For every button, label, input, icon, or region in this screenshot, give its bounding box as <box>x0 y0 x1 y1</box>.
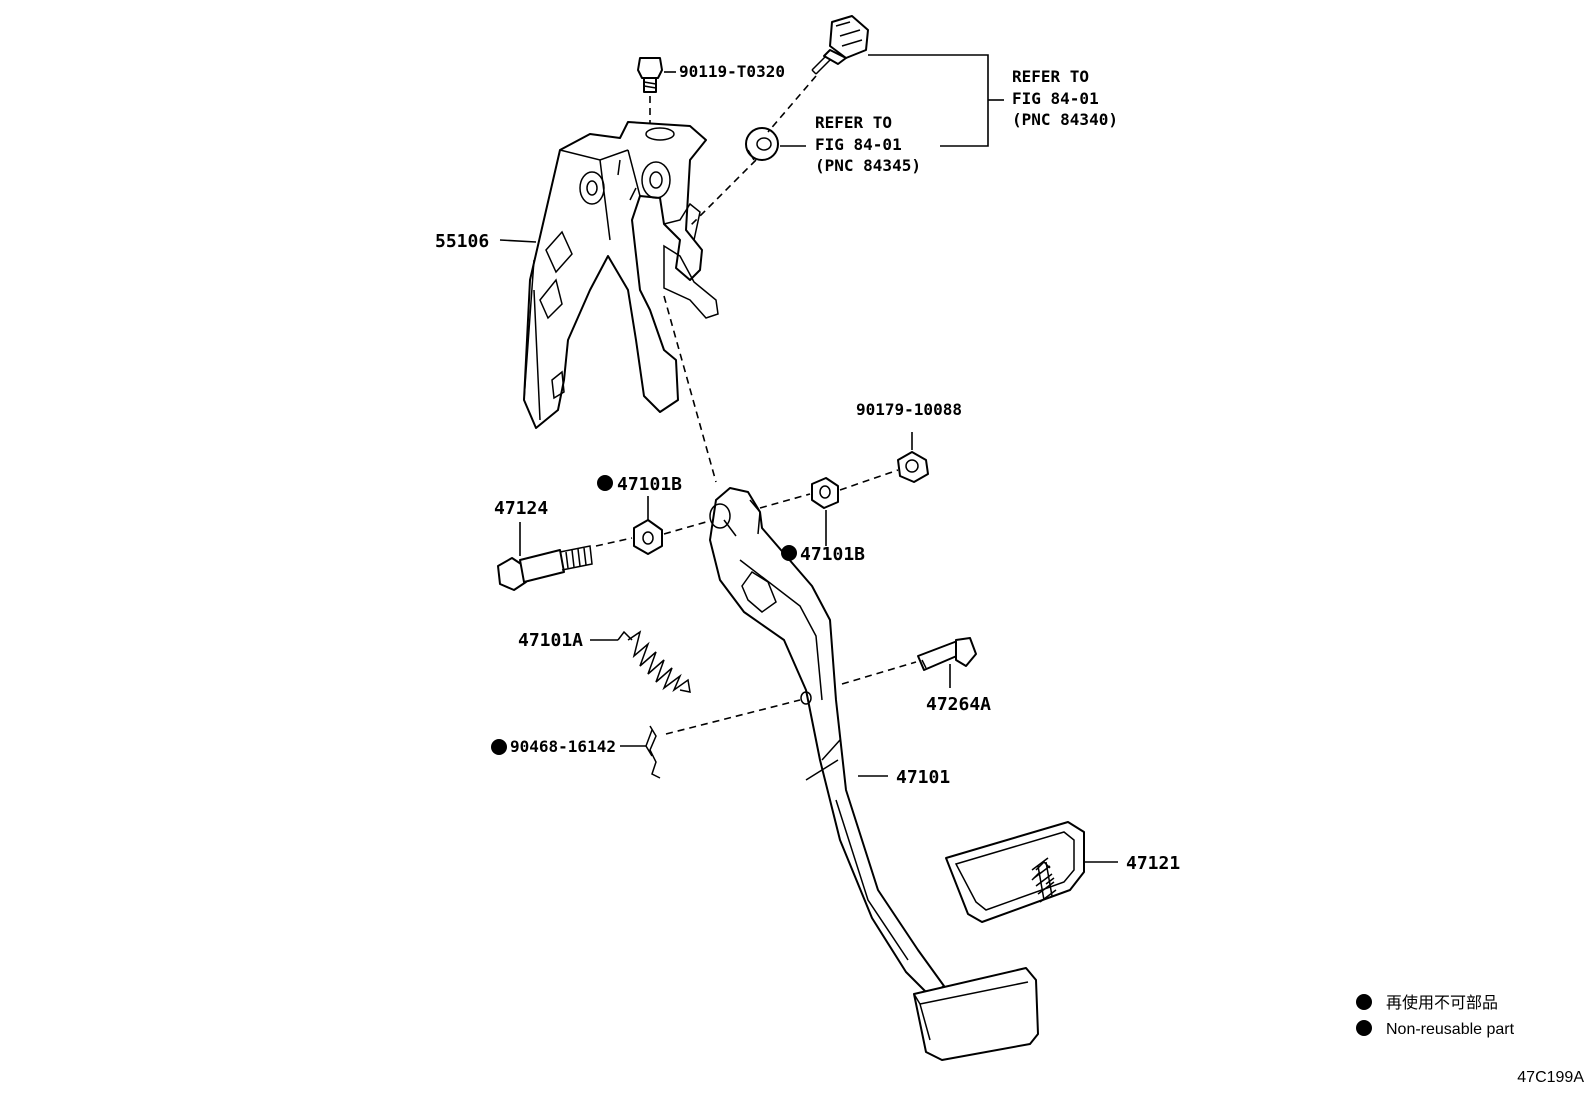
label-spring: 47101A <box>518 630 583 651</box>
legend: 再使用不可部品 Non-reusable part <box>1356 994 1515 1038</box>
label-nut: 90179-10088 <box>856 400 962 419</box>
legend-bullet <box>1356 994 1372 1010</box>
legend-en: Non-reusable part <box>1386 1021 1515 1038</box>
label-bushing-left: 47101B <box>617 474 682 495</box>
switch-cushion <box>745 127 779 161</box>
label-pedal-pad: 47121 <box>1126 853 1180 874</box>
label-pin: 47264A <box>926 694 991 715</box>
label-pedal-arm: 47101 <box>896 767 950 788</box>
pedal-foot <box>913 967 1039 1061</box>
label-bracket: 55106 <box>435 231 489 252</box>
leader-lines <box>499 54 1118 863</box>
non-reusable-marker <box>597 475 613 491</box>
label-bolt-top: 90119-T0320 <box>679 62 785 81</box>
retaining-clip <box>645 725 661 779</box>
legend-bullet <box>1356 1020 1372 1036</box>
bushing-left <box>633 519 663 555</box>
pad-tread-pattern-icon <box>1031 857 1057 903</box>
label-bushing-right: 47101B <box>800 544 865 565</box>
non-reusable-marker <box>781 545 797 561</box>
non-reusable-marker <box>491 739 507 755</box>
stop-lamp-switch <box>811 15 869 75</box>
label-refer-a-1: REFER TO <box>1012 67 1089 86</box>
label-refer-b-1: REFER TO <box>815 113 892 132</box>
pivot-bolt <box>497 545 593 591</box>
label-refer-a-3: (PNC 84340) <box>1012 110 1118 129</box>
label-refer-a-2: FIG 84-01 <box>1012 89 1099 108</box>
bushing-right <box>811 477 839 509</box>
label-bolt-pivot: 47124 <box>494 498 548 519</box>
pedal-bracket <box>523 121 719 429</box>
alignment-lines <box>595 75 917 735</box>
legend-jp: 再使用不可部品 <box>1386 994 1498 1012</box>
label-refer-b-3: (PNC 84345) <box>815 156 921 175</box>
pedal-arm <box>709 487 945 997</box>
figure-code: 47C199A <box>1517 1069 1584 1086</box>
pedal-pad <box>945 821 1085 923</box>
label-clip: 90468-16142 <box>510 737 616 756</box>
return-spring <box>617 630 691 693</box>
clevis-pin <box>917 637 977 671</box>
pivot-nut <box>897 451 929 483</box>
bolt-90119 <box>637 57 663 93</box>
label-refer-b-2: FIG 84-01 <box>815 135 902 154</box>
